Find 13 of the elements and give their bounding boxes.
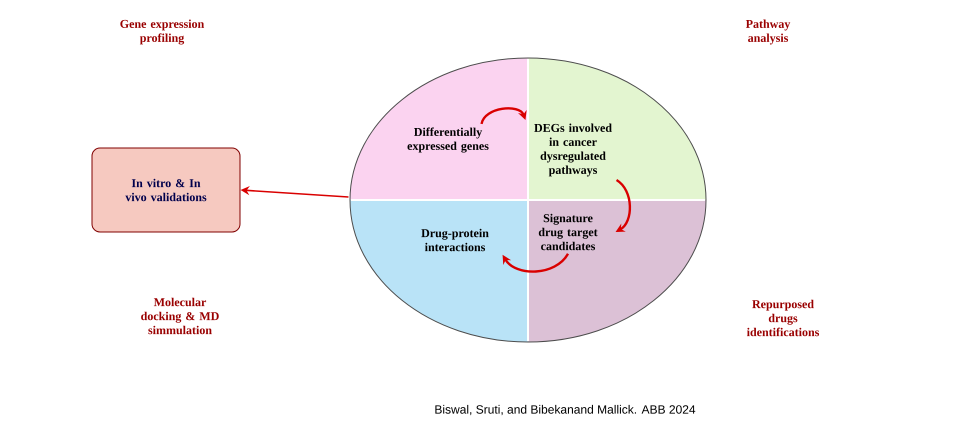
quadrant-sector: Differentially expressed genes bbox=[350, 58, 528, 200]
curved-arrow bbox=[616, 179, 632, 232]
caption: Biswal, Sruti, and Bibekanand Mallick. ABB 2024 bbox=[435, 404, 696, 416]
result-box: In vitro & In vivo validations bbox=[92, 148, 240, 232]
quadrant-sector: Drug-protein interactions bbox=[350, 200, 528, 342]
step-label: Molecular docking & MD simmulation bbox=[141, 298, 219, 334]
quadrant-sector: Signature drug target candidates bbox=[528, 200, 706, 342]
curved-arrow bbox=[502, 253, 569, 273]
step-label: Repurposed drugs identifications bbox=[746, 300, 820, 336]
step-label: Pathway analysis bbox=[746, 20, 790, 44]
quadrant-sector: DEGs involved in cancer dysregulated pathways bbox=[528, 58, 706, 200]
curved-arrow bbox=[480, 107, 527, 124]
step-label: Gene expression profiling bbox=[120, 20, 204, 44]
